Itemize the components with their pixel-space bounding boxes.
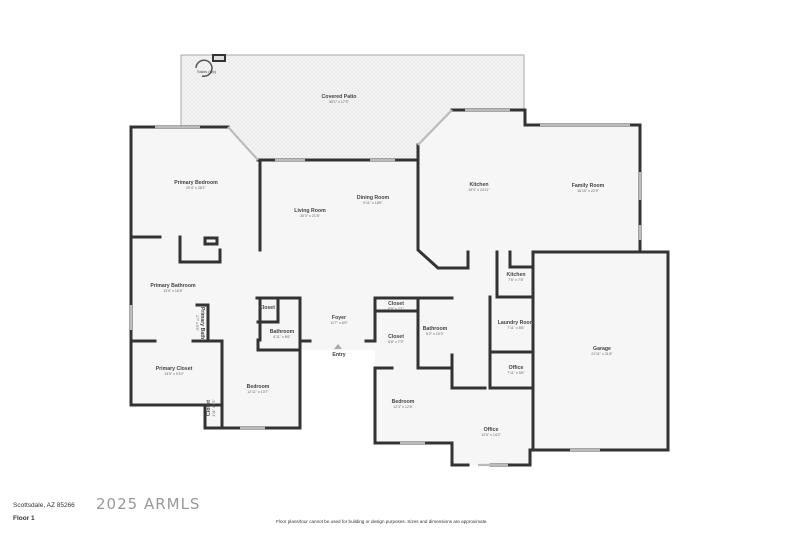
chimney xyxy=(212,54,226,62)
room-dimensions: 6'8" x 7'9" xyxy=(388,340,404,344)
room-name: Closet xyxy=(206,400,212,416)
room-dimensions: 13'9" x 16'8" xyxy=(163,289,183,293)
room-name: Family Room xyxy=(572,183,605,189)
room-dimensions: 20'4" x 28'1" xyxy=(186,186,206,190)
room-name: Office xyxy=(509,365,524,371)
room-name: Bedroom xyxy=(392,399,415,405)
disclaimer: Floor plans/tour cannot be used for buil… xyxy=(276,519,488,524)
room-dimensions: 16'10" x 22'9" xyxy=(577,189,599,193)
entry-arrow-icon xyxy=(334,344,342,349)
room-name: Covered Patio xyxy=(322,94,357,100)
room-dimensions: 12'3" x 12'6" xyxy=(393,405,413,409)
floor-label: Floor 1 xyxy=(13,515,35,522)
room-dimensions: 9'11" x 18'6" xyxy=(363,201,383,205)
room-name: Dining Room xyxy=(357,195,390,201)
room-name: Closet xyxy=(388,301,404,307)
room-name: Foyer xyxy=(332,315,346,321)
room-dimensions: 6'8" x 2'1" xyxy=(388,307,404,311)
stairs-label: Stairs (Up) xyxy=(197,69,217,74)
room-dimensions: 7'6" x 7'6" xyxy=(508,278,524,282)
room-dimensions: 55'1" x 17'3" xyxy=(329,100,349,104)
room-name: Bathroom xyxy=(270,329,295,335)
windows xyxy=(129,108,642,467)
room-dimensions: 20'0" x 21'8" xyxy=(300,214,320,218)
room-dimensions: 7'11" x 8'6" xyxy=(507,326,525,330)
room-name: Primary Bedroom xyxy=(174,180,218,186)
room-name: Bathroom xyxy=(423,326,448,332)
room-dimensions: 12'5" x 14'2" xyxy=(481,433,501,437)
room-name: Kitchen xyxy=(469,182,488,188)
room-dimensions: 6'11" x 8'6" xyxy=(273,335,291,339)
room-name: Living Room xyxy=(294,208,326,214)
room-label: Closet xyxy=(259,305,275,311)
stairs-icon xyxy=(195,59,213,77)
room-dimensions: 13'9" x 9'10" xyxy=(164,372,184,376)
room-name: Primary Bathroom xyxy=(150,283,196,289)
room-name: Garage xyxy=(593,346,611,352)
room-name: Bedroom xyxy=(247,384,270,390)
room-dimensions: 2'7" x 5'6" xyxy=(195,315,199,331)
room-dimensions: 7'11" x 5'6" xyxy=(507,371,525,375)
address: Scottsdale, AZ 85266 xyxy=(13,502,75,509)
room-dimensions: 5'2" x 10'3" xyxy=(426,332,444,336)
room-dimensions: 19'0" x 24'11" xyxy=(468,188,490,192)
room-name: Closet xyxy=(388,334,404,340)
watermark: 2025 ARMLS xyxy=(96,495,201,513)
room-name: Laundry Room xyxy=(498,320,535,326)
room-dimensions: 21'11" x 31'8" xyxy=(591,352,613,356)
walls xyxy=(129,108,670,467)
room-name: Kitchen xyxy=(506,272,525,278)
room-name: Closet xyxy=(259,305,275,311)
room-name: Office xyxy=(484,427,499,433)
room-name: Primary Bath xyxy=(199,307,205,339)
room-name: Primary Closet xyxy=(156,366,193,372)
entry-label: Entry xyxy=(332,352,345,358)
room-dimensions: 11'7" x 6'9" xyxy=(330,321,348,325)
room-dimensions: 12'11" x 13'7" xyxy=(247,390,269,394)
room-dimensions: 1'11" x 6'3" xyxy=(212,399,216,417)
